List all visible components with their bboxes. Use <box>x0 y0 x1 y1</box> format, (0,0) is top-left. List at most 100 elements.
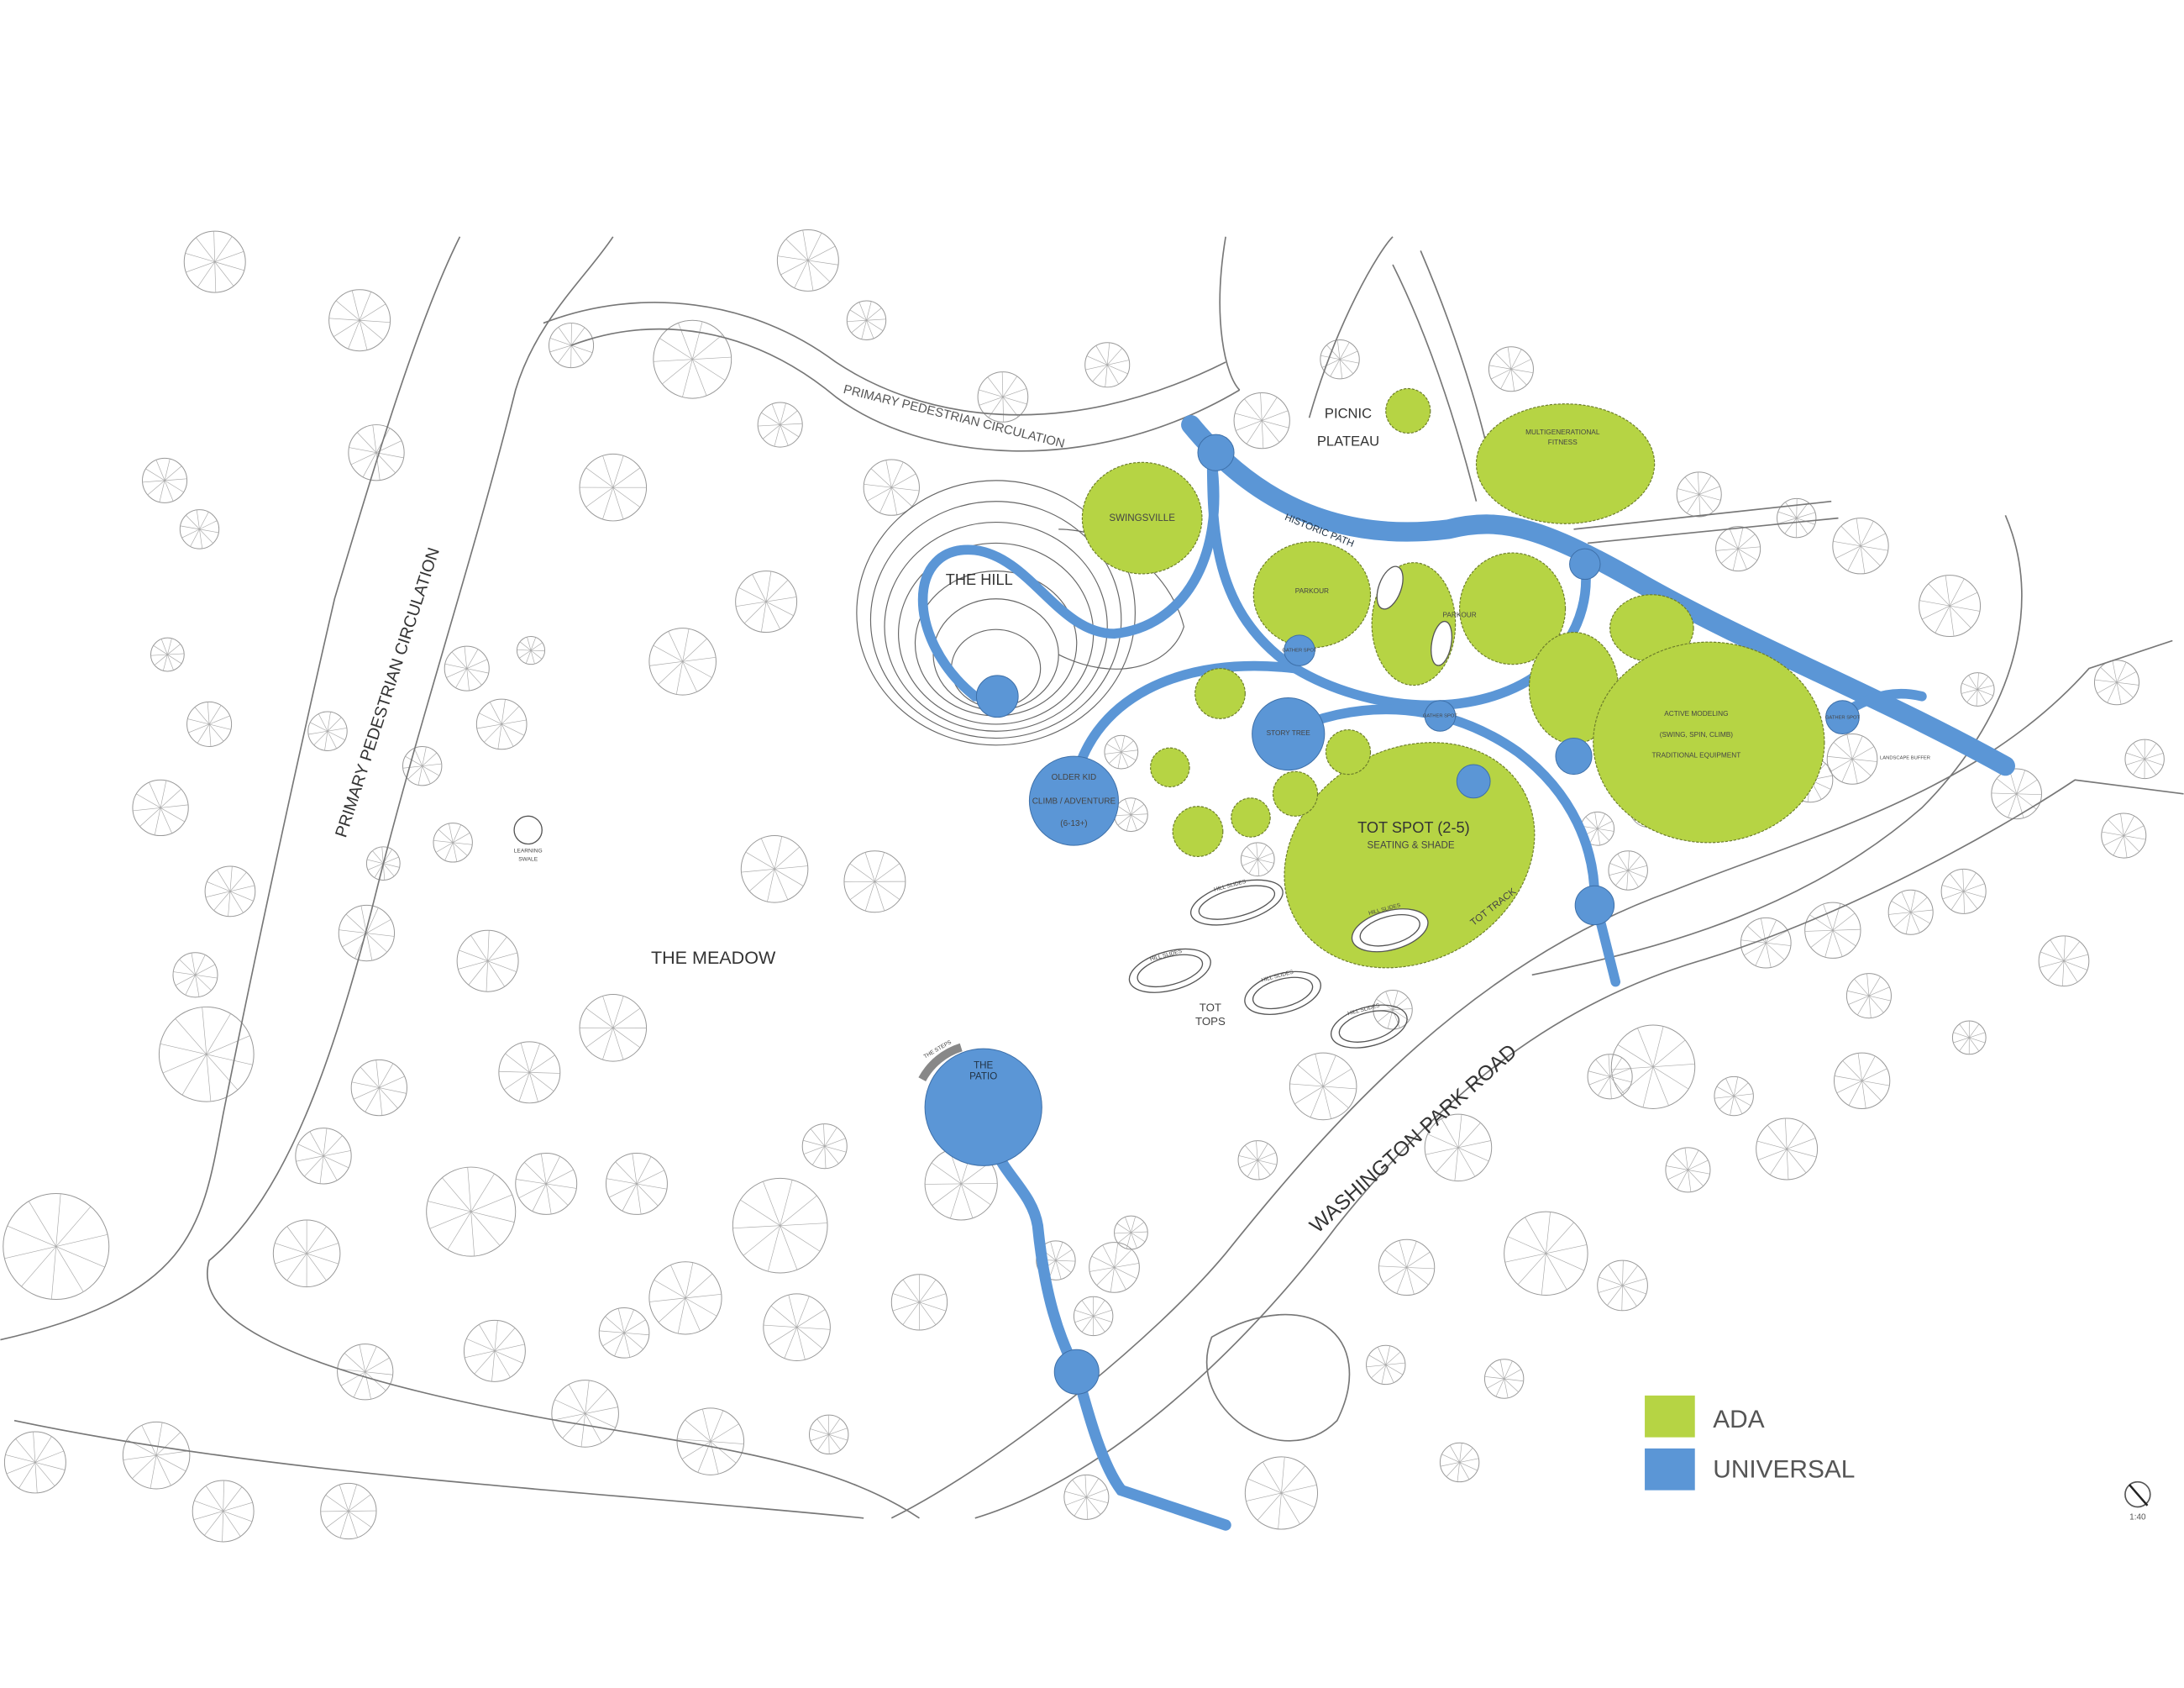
label-parkour-1: PARKOUR <box>1295 587 1329 595</box>
label-hill-slides: HILL SLIDES <box>1214 879 1247 893</box>
tree-icon <box>1488 346 1534 392</box>
tree-icon <box>579 994 648 1062</box>
label-learning-swale-1: LEARNING <box>514 848 543 854</box>
label-active-3: TRADITIONAL EQUIPMENT <box>1652 752 1741 760</box>
tree-icon <box>186 701 233 747</box>
tree-icon <box>307 711 348 751</box>
tree-icon <box>2038 935 2090 987</box>
tree-icon <box>1960 672 1995 707</box>
tree-icon <box>735 571 798 634</box>
tree-icon <box>179 509 220 550</box>
active-modeling-zone <box>1593 641 1825 844</box>
tree-icon <box>1756 1117 1819 1181</box>
tree-icon <box>3 1431 66 1494</box>
legend: ADA UNIVERSAL <box>1645 1395 1855 1491</box>
label-picnic: PICNIC <box>1325 405 1372 421</box>
tree-icon <box>606 1152 668 1215</box>
tree-icon <box>172 952 218 998</box>
universal-nodes <box>924 434 1860 1395</box>
tree-icon <box>1104 734 1139 770</box>
label-patio-2: PATIO <box>969 1071 997 1082</box>
tree-icon <box>1289 1052 1357 1121</box>
tree-icon <box>1608 850 1648 891</box>
tree-icon <box>843 850 906 913</box>
label-plateau: PLATEAU <box>1317 433 1379 449</box>
tree-icon <box>2124 739 2165 780</box>
tree-icon <box>1610 1024 1696 1109</box>
multigenerational-fitness-zone <box>1475 403 1656 524</box>
tree-icon <box>1940 868 1987 914</box>
tree-icon <box>1084 342 1131 388</box>
tree-icon <box>579 453 648 522</box>
label-older-kid-2: CLIMB / ADVENTURE <box>1032 797 1116 806</box>
tree-icon <box>1714 1075 1754 1117</box>
tree-icon <box>846 300 887 340</box>
parkour-zone-1 <box>1252 541 1372 649</box>
label-meadow: THE MEADOW <box>651 948 776 968</box>
label-fitness-1: MULTIGENERATIONAL <box>1525 429 1600 436</box>
label-tot-tops-2: TOPS <box>1195 1015 1226 1028</box>
tree-icon <box>549 323 595 369</box>
tree-icon <box>1483 1359 1525 1399</box>
label-gather-spot: GATHER SPOT <box>1423 714 1458 719</box>
legend-swatch-universal <box>1645 1448 1695 1491</box>
tree-icon <box>648 1261 722 1335</box>
label-parkour-2: PARKOUR <box>1442 611 1476 618</box>
tree-icon <box>402 745 443 786</box>
tree-icon <box>204 865 256 918</box>
tree-icon <box>653 319 732 399</box>
legend-label-ada: ADA <box>1713 1406 1764 1433</box>
older-kid-zone <box>1028 755 1119 846</box>
legend-label-universal: UNIVERSAL <box>1713 1456 1855 1484</box>
tree-icon <box>1887 889 1934 935</box>
label-active-1: ACTIVE MODELING <box>1664 710 1728 718</box>
label-hill: THE HILL <box>946 571 1013 588</box>
tree-icon <box>1580 811 1615 846</box>
tree-icon <box>1504 1211 1588 1296</box>
universal-paths <box>917 414 2015 1531</box>
label-gather-spot: GATHER SPOT <box>1825 715 1861 720</box>
tree-icon <box>648 628 717 696</box>
tree-icon <box>328 289 391 352</box>
tree-icon <box>348 424 405 481</box>
tree-icon <box>890 1274 948 1331</box>
tot-spot-zone <box>1284 742 1536 969</box>
tree-icon <box>1439 1442 1480 1483</box>
scale-label: 1:40 <box>2129 1512 2146 1522</box>
label-swingsville: SWINGSVILLE <box>1109 513 1175 523</box>
tree-icon <box>1833 1052 1891 1109</box>
tree-icon <box>1320 339 1360 380</box>
tree-icon <box>498 1041 561 1104</box>
tree-icon <box>1244 1456 1319 1530</box>
tree-icon <box>295 1128 352 1185</box>
label-seating-shade: SEATING & SHADE <box>1368 839 1455 850</box>
tree-icon <box>1366 1344 1406 1386</box>
tree-icon <box>132 779 189 837</box>
tree-icon <box>150 637 185 672</box>
tree-icon <box>337 1344 394 1401</box>
tree-icon <box>516 636 546 665</box>
tree-icon <box>350 1059 407 1117</box>
patio-zone <box>924 1048 1042 1166</box>
ada-zones <box>1081 387 1825 969</box>
tree-icon <box>1587 1054 1633 1100</box>
tree-icon <box>1373 990 1413 1030</box>
tree-icon <box>863 459 920 516</box>
tree-icon <box>1237 1140 1278 1181</box>
label-gather-spot: GATHER SPOT <box>1282 649 1317 654</box>
tree-icon <box>2101 812 2147 859</box>
tree-icon <box>475 698 528 750</box>
tree-icon <box>1740 917 1792 969</box>
north-arrow-icon <box>2124 1480 2151 1508</box>
label-tot-spot: TOT SPOT (2-5) <box>1357 818 1470 836</box>
tree-icon <box>1424 1113 1493 1182</box>
label-older-kid-3: (6-13+) <box>1060 819 1087 828</box>
tree-icon <box>1826 734 1878 785</box>
tree-icon <box>1240 842 1275 877</box>
tree-icon <box>1114 797 1148 833</box>
tree-icon <box>732 1177 828 1274</box>
label-older-kid-1: OLDER KID <box>1052 773 1097 782</box>
tree-icon <box>551 1380 619 1448</box>
label-hill-slides: HILL SLIDES <box>1347 1002 1381 1017</box>
label-tot-tops-1: TOT <box>1200 1001 1221 1013</box>
